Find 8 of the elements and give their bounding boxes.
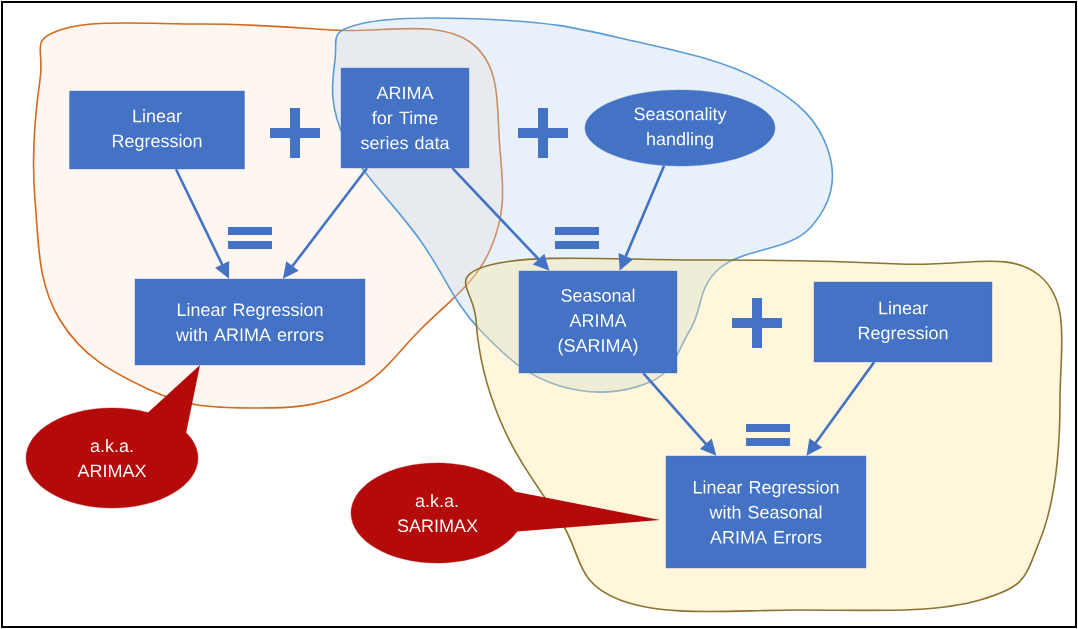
process-box: ARIMA for Time series data	[340, 67, 470, 169]
process-box: Linear Regression with Seasonal ARIMA Errors	[665, 455, 867, 569]
process-box: Linear Regression	[813, 281, 993, 363]
process-box: Seasonal ARIMA (SARIMA)	[518, 270, 678, 374]
callout-bubble: a.k.a. ARIMAX	[25, 365, 200, 509]
process-box: Linear Regression	[69, 90, 245, 170]
callout-bubble: a.k.a. SARIMAX	[350, 462, 660, 564]
process-box: Linear Regression with ARIMA errors	[134, 278, 366, 366]
